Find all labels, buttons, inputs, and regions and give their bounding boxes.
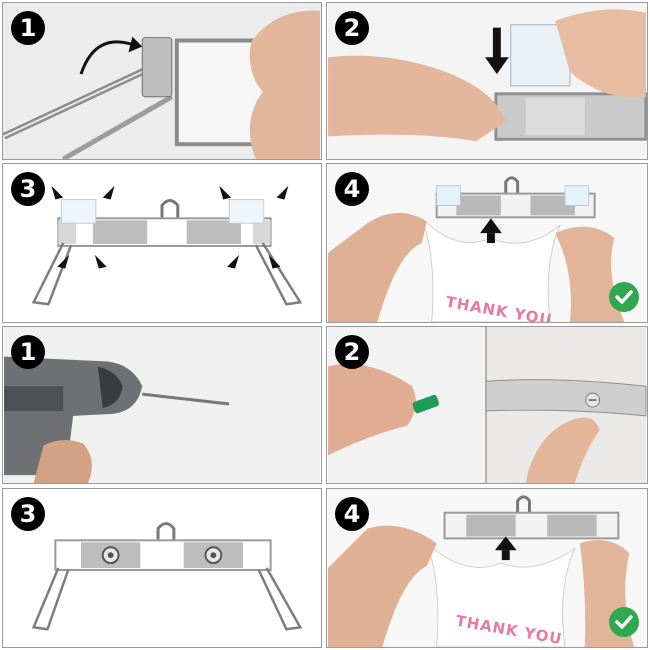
step-number-badge: 3 <box>11 497 45 531</box>
rotate-hanger-illustration <box>3 3 320 159</box>
step-panel-adhesive-3: 3 <box>2 163 322 323</box>
step-number-badge: 4 <box>335 172 369 206</box>
drill-wall-illustration <box>4 327 320 483</box>
step-number-badge: 1 <box>11 11 45 45</box>
step-number-badge: 1 <box>11 335 45 369</box>
step-number-badge: 3 <box>11 172 45 206</box>
insert-anchor-and-screw-illustration <box>328 327 647 483</box>
step-panel-adhesive-1: 1 <box>2 2 322 160</box>
step-number-badge: 2 <box>335 11 369 45</box>
green-checkmark-icon <box>609 607 639 637</box>
green-checkmark-icon <box>609 282 639 312</box>
step-number-badge: 2 <box>335 335 369 369</box>
hanger-diagram-with-screws <box>4 489 320 647</box>
step-panel-screw-1: 1 <box>2 326 322 484</box>
step-panel-adhesive-4: 4 THANK YOU <box>326 163 648 323</box>
step-panel-screw-3: 3 <box>2 488 322 648</box>
hang-bag-illustration <box>328 489 646 647</box>
step-panel-adhesive-2: 2 <box>326 2 648 160</box>
step-number-badge: 4 <box>335 497 369 531</box>
hanger-diagram-with-pads <box>4 164 320 322</box>
step-panel-screw-4: 4 THANK YOU <box>326 488 648 648</box>
attach-adhesive-hook-illustration <box>328 3 647 159</box>
step-panel-screw-2: 2 <box>326 326 648 484</box>
hang-bag-illustration <box>328 164 646 322</box>
